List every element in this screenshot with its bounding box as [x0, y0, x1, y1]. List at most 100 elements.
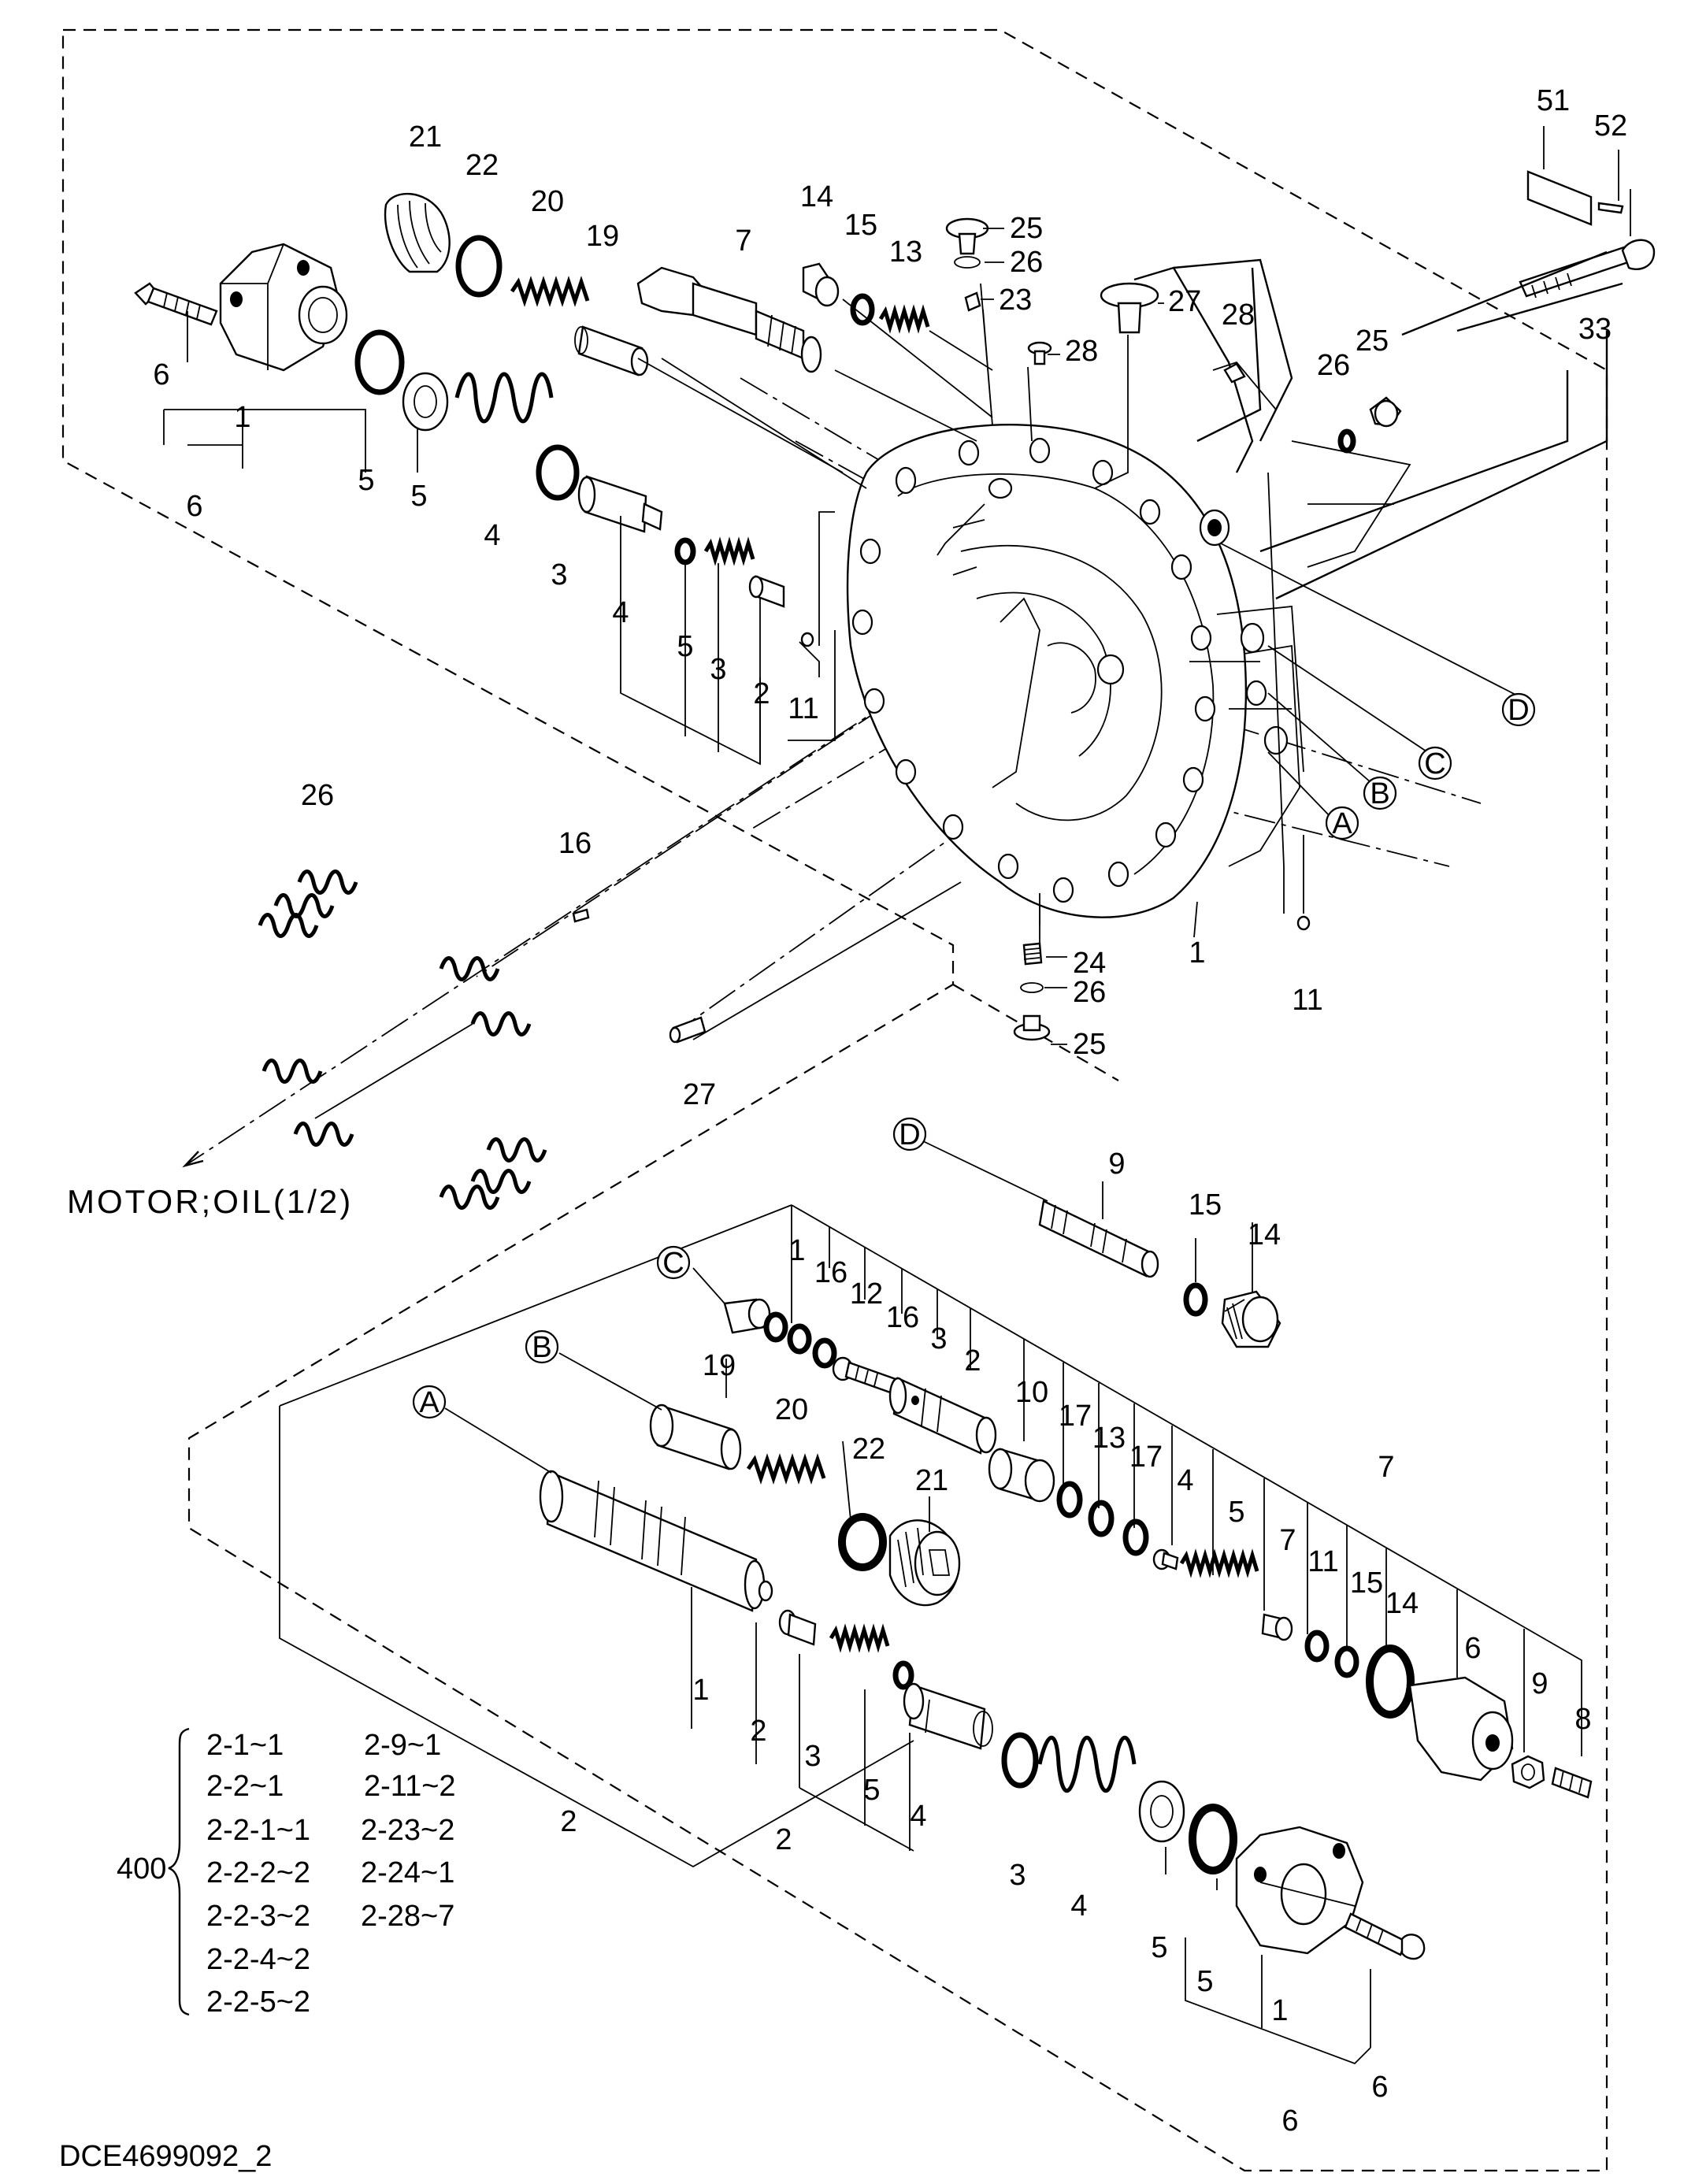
label-11-lower-pin: 11 — [1292, 984, 1322, 1017]
bolt-33 — [1519, 239, 1656, 298]
label-15-upper: 15 — [1189, 1188, 1222, 1222]
label-1-cover: 1 — [1271, 1994, 1288, 2027]
callout-b-upper: B — [1363, 776, 1397, 810]
plug-28-right — [1223, 362, 1246, 384]
o-ring-11-lower — [1304, 1630, 1330, 1663]
kit-item: 2-2-5~2 — [206, 1986, 310, 2019]
label-2-spool: 2 — [964, 1344, 981, 1378]
label-26-bottom: 26 — [1073, 976, 1106, 1009]
o-ring-22-lower — [838, 1513, 887, 1571]
cap-6-lower — [1408, 1676, 1514, 1782]
label-26-right: 26 — [1317, 349, 1350, 382]
spool-19-upper — [574, 325, 649, 376]
label-16-b: 16 — [886, 1301, 919, 1334]
label-6-bolt: 6 — [153, 358, 169, 391]
spring-5-lower-long — [1179, 1548, 1259, 1578]
kit-item: 2-24~1 — [361, 1856, 454, 1889]
piston-4-lower — [903, 1682, 993, 1750]
label-4-poppet: 4 — [1177, 1464, 1193, 1497]
plug-21-lower — [888, 1519, 961, 1607]
label-14-ring: 14 — [1385, 1587, 1419, 1620]
pin-11-lower — [1296, 915, 1311, 931]
assembly-boundary — [61, 28, 1608, 2172]
lower-parts — [279, 1140, 1593, 2065]
spring-20-lower — [746, 1453, 826, 1485]
o-ring-5-upper-small — [674, 537, 696, 565]
o-ring-5-lower — [1189, 1804, 1237, 1874]
svg-text:A: A — [1332, 807, 1352, 840]
label-9-nut: 9 — [1531, 1667, 1548, 1700]
label-19: 19 — [586, 220, 619, 253]
o-ring-26-right — [1337, 428, 1356, 454]
label-10: 10 — [1015, 1376, 1048, 1409]
svg-text:C: C — [1424, 747, 1445, 781]
kit-item: 2-2-1~1 — [206, 1814, 310, 1847]
label-5-seat: 5 — [1151, 1931, 1167, 1964]
kit-item: 2-2-4~2 — [206, 1943, 310, 1976]
kit-brace — [168, 1727, 190, 2016]
o-ring-17a-lower — [1056, 1481, 1083, 1518]
plug-21-upper — [384, 193, 451, 273]
upper-parts — [134, 126, 1656, 1210]
relief-valve-7-upper — [636, 266, 822, 373]
label-5-ring: 5 — [863, 1774, 880, 1807]
svg-text:C: C — [662, 1247, 684, 1280]
spool-1-lower — [539, 1470, 773, 1612]
callout-a-upper: A — [1325, 806, 1359, 840]
ring-3-lower — [1001, 1732, 1039, 1789]
label-3-screw: 3 — [930, 1322, 947, 1355]
label-6-group: 6 — [1281, 2104, 1298, 2138]
label-14: 14 — [800, 180, 833, 213]
seat-5-lower — [1138, 1780, 1185, 1843]
o-ring-22-upper — [455, 235, 503, 298]
seat-5-upper — [402, 372, 449, 432]
label-5-seat: 5 — [410, 480, 427, 513]
plug-27-top — [1100, 282, 1159, 334]
callout-c-upper: C — [1418, 746, 1452, 781]
spool-2-lower — [888, 1377, 997, 1455]
label-8: 8 — [1574, 1703, 1591, 1736]
label-14-upper: 14 — [1248, 1218, 1281, 1251]
kit-item: 2-9~1 — [364, 1729, 441, 1762]
spring-13-upper — [878, 304, 930, 334]
label-20: 20 — [775, 1393, 808, 1426]
spring-4-upper-big — [454, 372, 554, 424]
label-2-group: 2 — [560, 1805, 577, 1838]
spring-20-upper — [510, 276, 590, 307]
callout-b-lower: B — [525, 1329, 559, 1364]
label-9-spool: 9 — [1108, 1148, 1125, 1181]
rivet-52 — [1597, 202, 1624, 214]
svg-text:A: A — [419, 1386, 440, 1419]
label-11-ring: 11 — [1307, 1545, 1338, 1578]
label-3-spring: 3 — [710, 653, 726, 686]
label-4-spring: 4 — [484, 519, 500, 552]
label-19: 19 — [703, 1349, 736, 1382]
label-33: 33 — [1578, 313, 1612, 346]
label-5-ring: 5 — [358, 464, 374, 497]
poppet-2-upper — [748, 575, 785, 608]
kit-item: 2-2-3~2 — [206, 1900, 310, 1933]
lower-leader-lines — [279, 1140, 1582, 2065]
bolt-6-lower — [1344, 1912, 1426, 1960]
spool-19-lower — [649, 1403, 742, 1470]
callout-circles: D C B A D C B A — [412, 692, 1536, 1419]
poppet-2-lower-a — [778, 1609, 817, 1646]
pin-11-upper — [800, 632, 814, 647]
label-26-springs: 26 — [301, 779, 334, 812]
label-21: 21 — [409, 121, 442, 154]
label-5-spring: 5 — [1228, 1496, 1244, 1529]
callout-a-lower: A — [412, 1385, 447, 1419]
pin-16 — [572, 908, 590, 923]
kit-item: 2-23~2 — [361, 1814, 454, 1847]
motor-reference: MOTOR;OIL(1/2) — [67, 1183, 350, 1220]
o-ring-14-lower — [1366, 1644, 1415, 1719]
label-23: 23 — [999, 284, 1032, 317]
label-27-top: 27 — [1168, 285, 1201, 318]
label-22: 22 — [852, 1433, 885, 1466]
label-24: 24 — [1073, 947, 1106, 980]
plug-28-top — [1027, 341, 1052, 365]
o-ring-15-lower — [1183, 1282, 1208, 1317]
plug-25-bottom — [1013, 1014, 1051, 1041]
sleeve-10-lower — [988, 1448, 1055, 1503]
label-51: 51 — [1537, 84, 1570, 117]
